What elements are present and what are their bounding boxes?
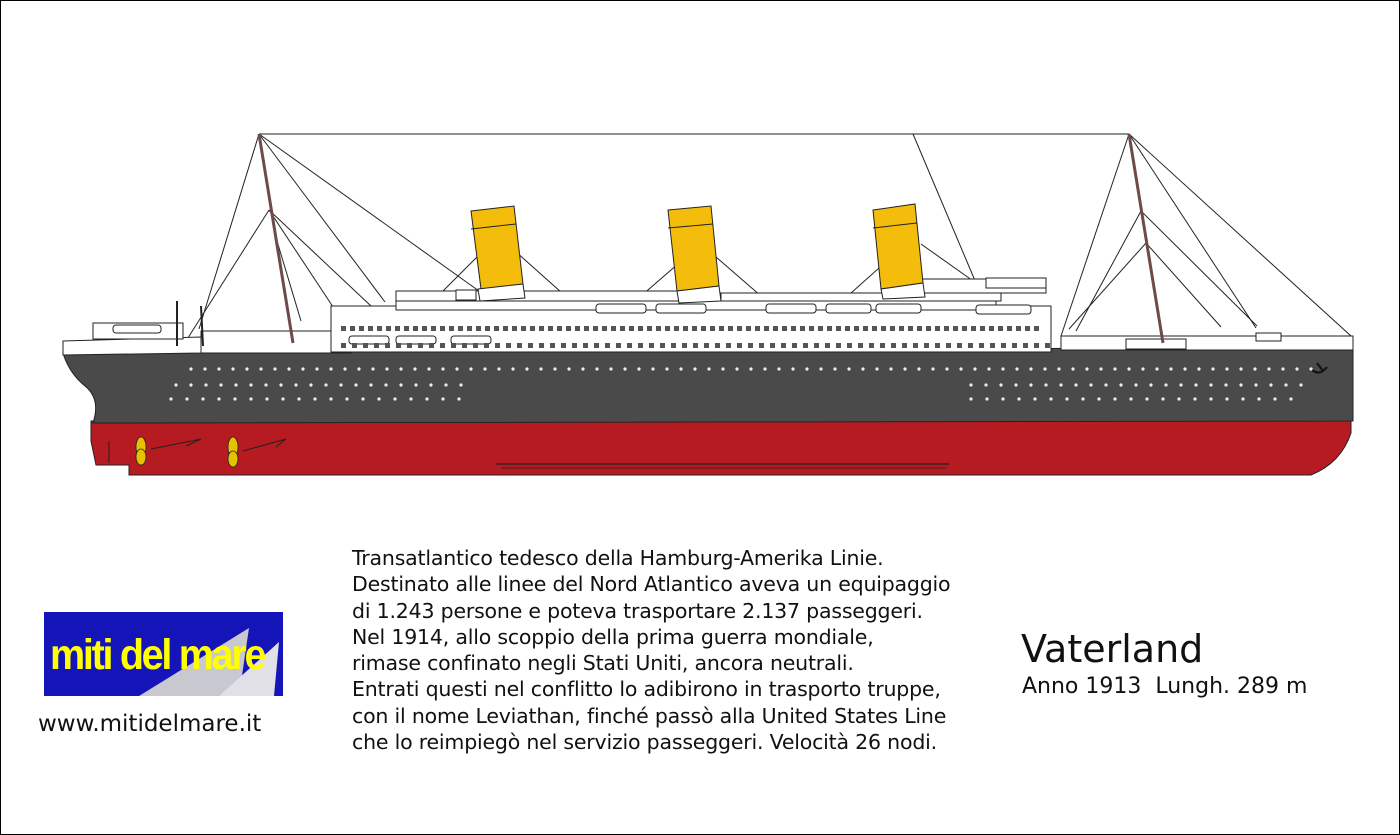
portholes [169, 367, 1313, 401]
description-line: Transatlantico tedesco della Hamburg-Ame… [352, 546, 884, 570]
hull-topside [62, 346, 1354, 424]
masts [257, 133, 1165, 344]
description-line: Destinato alle linee del Nord Atlantico … [352, 572, 951, 597]
site-logo[interactable]: miti del mare [44, 612, 283, 696]
description-line: rimase confinato negli Stati Uniti, anco… [352, 651, 854, 676]
description-line: che lo reimpiegò nel servizio passeggeri… [352, 730, 937, 755]
ship-description: Transatlantico tedesco della Hamburg-Ame… [352, 545, 992, 755]
logo-text: miti del mare [50, 631, 266, 679]
superstructure-windows [341, 326, 1050, 348]
hull-bottom [90, 420, 1352, 476]
description-line: Nel 1914, allo scoppio della prima guerr… [352, 624, 874, 649]
lifeboats [112, 303, 1032, 345]
propellers [135, 436, 239, 468]
description-line: con il nome Leviathan, finché passò alla… [352, 703, 947, 728]
ship-year-length: Anno 1913 Lungh. 289 m [1022, 674, 1308, 699]
sail-logo-icon [139, 628, 279, 696]
description-line: di 1.243 persone e poteva trasportare 2.… [352, 598, 923, 623]
bow-emblem [1310, 362, 1328, 374]
website-link[interactable]: www.mitidelmare.it [38, 711, 262, 737]
ship-name: Vaterland [1021, 627, 1204, 671]
funnels [470, 203, 926, 304]
ship-illustration [62, 133, 1354, 476]
description-line: Entrati questi nel conflitto lo adibiron… [352, 677, 941, 702]
